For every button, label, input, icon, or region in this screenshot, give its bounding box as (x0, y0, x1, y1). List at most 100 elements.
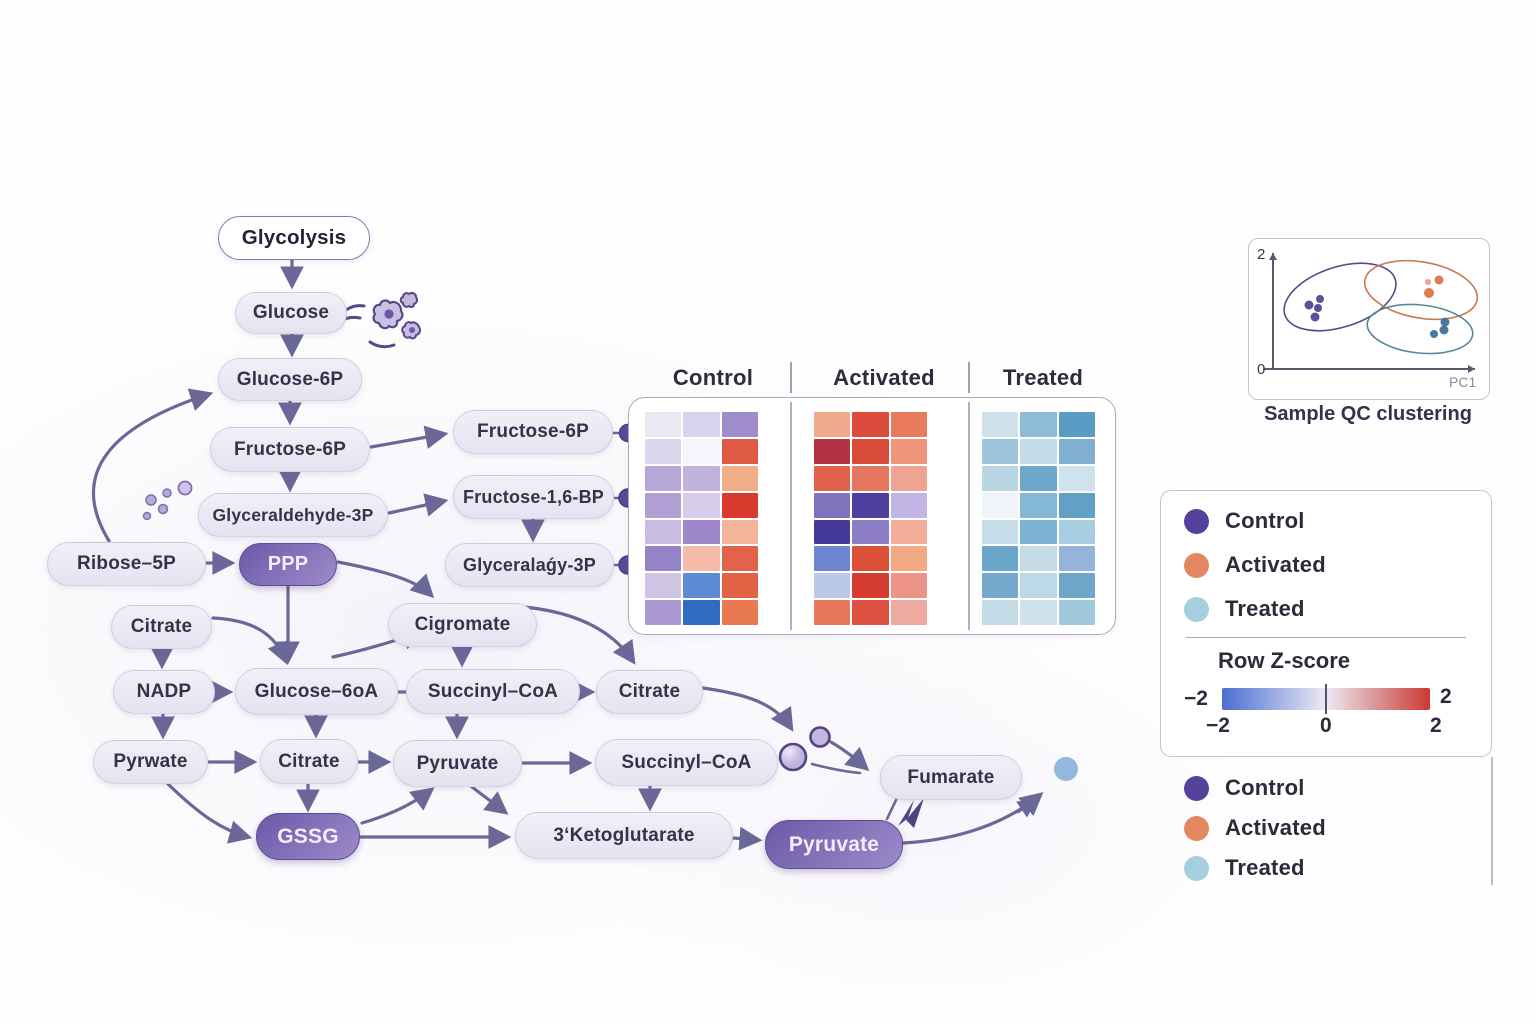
heatmap-cell (890, 492, 927, 518)
lightning-icon (906, 798, 924, 828)
node-citrate-mid: Citrate (260, 739, 358, 784)
heatmap-col-header-control: Control (672, 365, 754, 390)
heatmap-cell (890, 412, 927, 437)
zscore-tick-pos: 2 (1430, 714, 1442, 737)
node-glyceralagy-3p: Glyceralaǵy-3P (445, 543, 614, 587)
arrow-ketoglutarate-pyruvate-right (731, 826, 763, 851)
header-separator (968, 362, 970, 393)
metabolite-circle-small (809, 726, 831, 748)
heatmap-cell (890, 573, 927, 599)
heatmap-cell (852, 465, 889, 491)
legend2-item-activated: Activated (1184, 815, 1326, 841)
heatmap-cell (645, 546, 682, 572)
zscore-left-label: −2 (1184, 687, 1208, 710)
heatmap-cell (1020, 600, 1057, 625)
qc-plot: 2 0 PC1 (1257, 246, 1479, 390)
activated-swatch (1184, 815, 1209, 841)
heatmap-cell (852, 438, 889, 464)
heatmap-cell (1058, 412, 1095, 437)
qc-ytick-origin: 0 (1257, 361, 1265, 378)
heatmap-cell (852, 412, 889, 437)
heatmap-cell (1020, 546, 1057, 572)
legend-item-activated: Activated (1184, 552, 1326, 578)
heatmap-cell (852, 573, 889, 599)
heatmap-cell (1058, 600, 1095, 625)
line-circle-fumarate (810, 762, 862, 775)
heatmap-cell (982, 546, 1019, 572)
header-separator (790, 362, 792, 393)
qc-ellipse-activated (1363, 259, 1479, 321)
heatmap-cell (982, 412, 1019, 437)
heatmap-cell (982, 519, 1019, 545)
arrow-citrate-right-metabolites (701, 686, 794, 732)
heatmap-cell (683, 492, 720, 518)
heatmap-cell (814, 492, 851, 518)
arrow-chevron-extra (1016, 798, 1037, 818)
arrow-metabolites-fumarate (829, 740, 870, 771)
heatmap-col-header-treated: Treated (1002, 365, 1084, 390)
heatmap-cell (890, 519, 927, 545)
zscore-tick-neg: −2 (1206, 714, 1230, 737)
node-citrate-right: Citrate (596, 670, 703, 714)
qc-dots-activated (1424, 275, 1444, 298)
heatmap-cell (982, 465, 1019, 491)
arrow-pyruvate-ketoglutarate (470, 785, 509, 815)
heatmap-cell (683, 519, 720, 545)
node-succinyl-coa-1: Succinyl–CoA (406, 669, 580, 714)
heatmap-cell (683, 546, 720, 572)
heatmap-cell (1058, 519, 1095, 545)
heatmap-cell (645, 519, 682, 545)
node-cigromate: Cigromate (388, 603, 537, 647)
arrow-pyrwate-gssg (166, 782, 253, 844)
heatmap-cell (721, 546, 758, 572)
arrow-fructose6p-right (369, 425, 449, 449)
node-pyruvate-right: Pyruvate (765, 820, 903, 869)
heatmap-grid-treated (982, 412, 1095, 625)
cells-icon (340, 291, 421, 349)
heatmap-cell (1020, 573, 1057, 599)
heatmap-cell (890, 546, 927, 572)
zscore-right-label: 2 (1440, 685, 1452, 708)
slash-mark (885, 796, 899, 821)
heatmap-cell (814, 519, 851, 545)
node-ribose-5p: Ribose–5P (47, 542, 206, 586)
node-citrate-left: Citrate (111, 605, 212, 649)
heatmap-cell (890, 600, 927, 625)
node-glucose-6p: Glucose-6P (218, 358, 362, 401)
node-pyrwate: Pyrwate (93, 740, 208, 784)
heatmap-cell (645, 438, 682, 464)
control-swatch (1184, 508, 1209, 534)
node-glucose-6oa: Glucose–6oA (235, 668, 398, 715)
heatmap-group-separator (968, 402, 970, 630)
heatmap-cell (721, 465, 758, 491)
node-glucose: Glucose (235, 292, 347, 334)
heatmap-cell (852, 492, 889, 518)
heatmap-cell (1058, 546, 1095, 572)
heatmap-cell (814, 465, 851, 491)
heatmap-cell (683, 465, 720, 491)
legend-label: Activated (1225, 815, 1326, 840)
metabolite-circle-large (778, 742, 808, 772)
legend-label: Control (1225, 508, 1305, 533)
heatmap-cell (645, 573, 682, 599)
arrow-ribose5p-glucose6p (91, 388, 214, 543)
heatmap-cell (1058, 438, 1095, 464)
qc-xlabel: PC1 (1449, 374, 1476, 390)
qc-caption: Sample QC clustering (1264, 403, 1472, 425)
control-swatch (1184, 775, 1209, 801)
arrow-gssg-pyruvate (360, 787, 435, 825)
heatmap-cell (852, 546, 889, 572)
node-ketoglutarate: 3ʻKetoglutarate (515, 812, 733, 859)
node-glyceraldehyde-3p: Glyceraldehyde-3P (198, 493, 388, 537)
heatmap-cell (721, 519, 758, 545)
node-fructose-6p: Fructose-6P (210, 427, 370, 472)
treated-swatch (1184, 855, 1209, 881)
heatmap-cell (890, 438, 927, 464)
heatmap-cell (683, 573, 720, 599)
legend-item-treated: Treated (1184, 596, 1305, 622)
heatmap-cell (814, 573, 851, 599)
heatmap-cell (1058, 492, 1095, 518)
heatmap-cell (814, 546, 851, 572)
heatmap-cell (852, 600, 889, 625)
